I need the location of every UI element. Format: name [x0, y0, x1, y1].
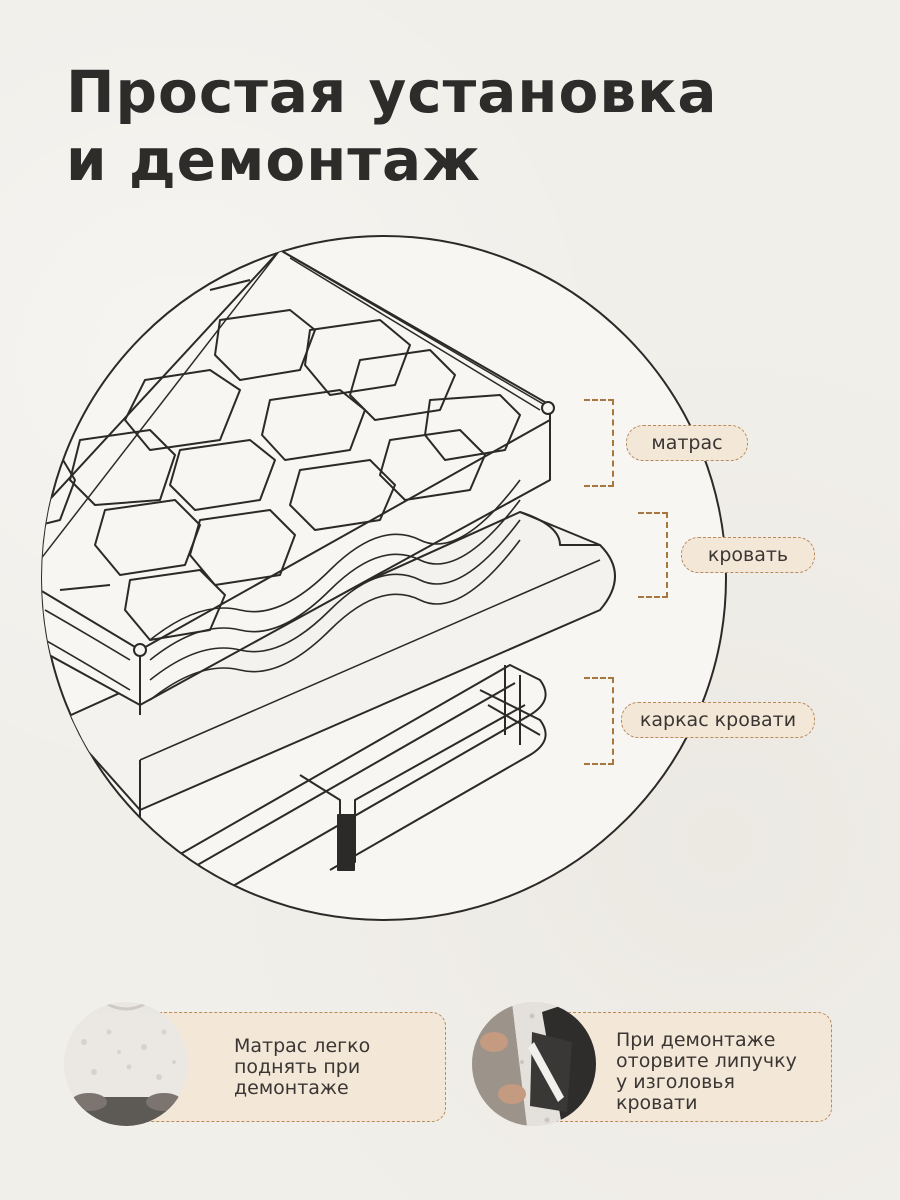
frame-bracket	[584, 677, 614, 765]
bed-bracket	[638, 512, 668, 598]
tip-card-1-text: Матрас легко поднять при демонтаже	[234, 1036, 370, 1099]
tip-card-2-text: При демонтаже оторвите липучку у изголов…	[616, 1030, 797, 1114]
label-mattress: матрас	[626, 425, 748, 461]
label-frame: каркас кровати	[621, 702, 815, 738]
page-title-line-1: Простая установка	[66, 58, 718, 126]
velcro-photo	[472, 1002, 596, 1126]
page-title-line-2: и демонтаж	[66, 126, 481, 194]
tip-card-1-line-2: поднять при	[234, 1056, 361, 1078]
page-title: Простая установка и демонтаж	[66, 58, 826, 194]
tip-card-1-line-1: Матрас легко	[234, 1035, 371, 1057]
tip-card-1-line-3: демонтаже	[234, 1077, 349, 1099]
tip-card-2-line-1: При демонтаже	[616, 1029, 776, 1051]
tip-card-2-line-4: кровати	[616, 1092, 698, 1114]
tip-card-2-line-2: оторвите липучку	[616, 1050, 797, 1072]
tip-card-2-line-3: у изголовья	[616, 1071, 735, 1093]
mattress-bracket	[584, 399, 614, 487]
mattress-lift-photo	[64, 1002, 188, 1126]
label-bed: кровать	[681, 537, 815, 573]
